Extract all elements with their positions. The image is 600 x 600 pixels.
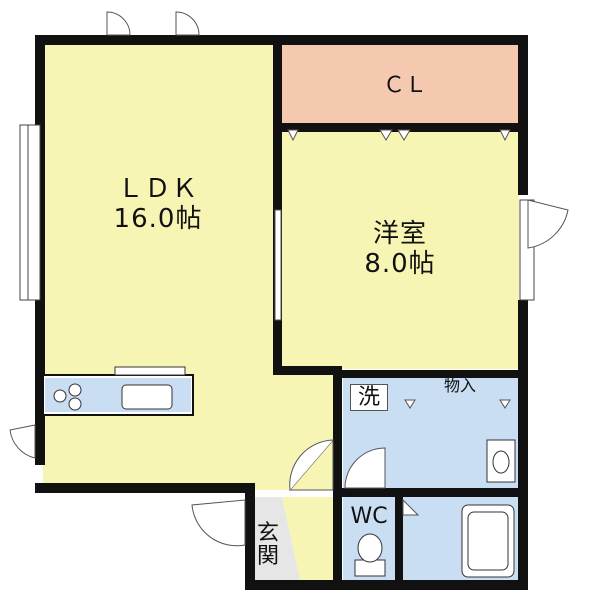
walls	[35, 35, 528, 590]
window-left	[19, 124, 41, 301]
stove-burner-icon	[68, 383, 82, 397]
washbasin	[486, 439, 516, 483]
ldk-size: 16.0帖	[113, 203, 203, 234]
entrance-landing-floor	[282, 497, 333, 580]
western-room-floor	[282, 132, 519, 369]
right-door	[527, 199, 569, 249]
toilet-icon	[354, 533, 386, 577]
closet-name: ＣＬ	[382, 73, 427, 98]
washroom-door	[288, 438, 334, 491]
entrance-name: 玄関	[256, 521, 279, 570]
left-door	[9, 424, 36, 459]
western-room-size: 8.0帖	[364, 248, 436, 279]
top-door-1	[106, 11, 131, 36]
western-room-name: 洋室	[372, 219, 427, 249]
sink-icon	[121, 384, 173, 410]
western-room-label: 洋室 8.0帖	[340, 219, 460, 280]
entrance-floor	[255, 497, 300, 580]
kitchen-counter	[42, 366, 194, 416]
wc-door-arc	[344, 447, 386, 489]
entrance-door	[191, 499, 246, 547]
closet-label: ＣＬ	[360, 73, 450, 98]
entrance-label: 玄関	[256, 522, 280, 568]
toilet-name: WC	[350, 504, 388, 529]
washroom-name: 洗	[357, 385, 380, 410]
bath-door	[402, 498, 420, 516]
stove-burner-icon	[68, 397, 82, 411]
storage-name: 物入	[443, 376, 476, 395]
storage-doors	[404, 399, 511, 409]
toilet-label: WC	[343, 504, 395, 529]
ldk-sliding-door	[274, 209, 282, 321]
storage-label: 物入	[430, 376, 490, 395]
bathtub-icon	[461, 504, 515, 578]
ldk-label: ＬＤＫ 16.0帖	[98, 174, 218, 235]
closet-floor	[282, 45, 519, 123]
closet-doors	[287, 129, 511, 142]
stove-burner-icon	[53, 389, 67, 403]
top-door-2	[175, 11, 200, 36]
washroom-label: 洗	[350, 384, 388, 412]
ldk-name: ＬＤＫ	[117, 174, 199, 204]
